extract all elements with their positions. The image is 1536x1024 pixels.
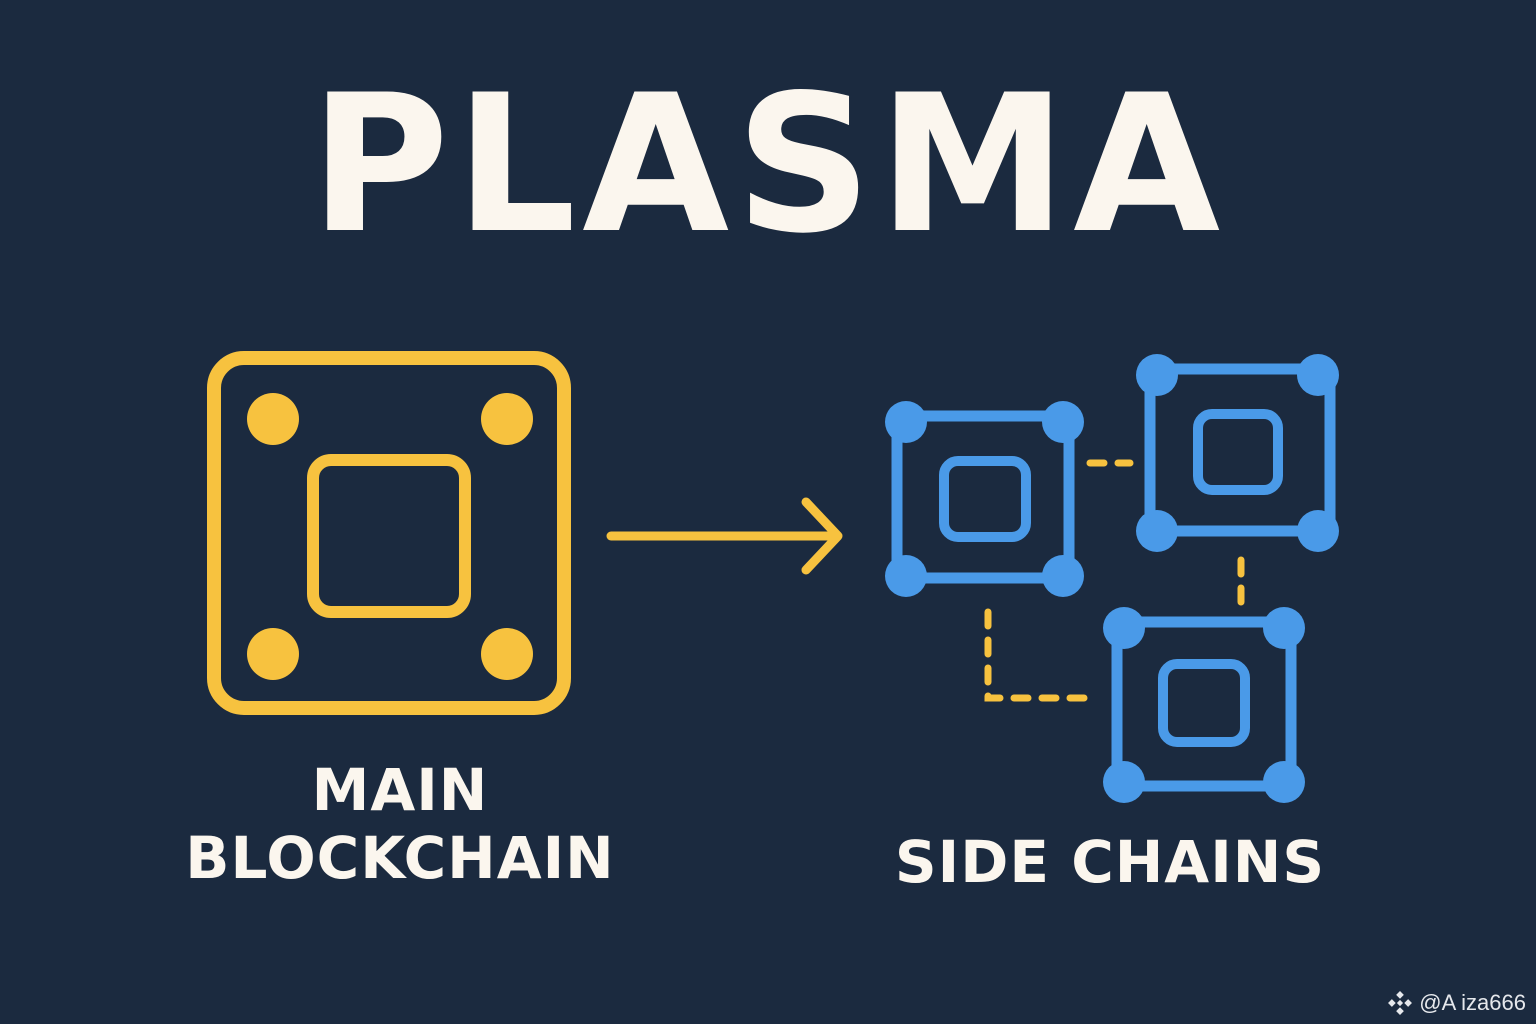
main-block-outer-frame bbox=[207, 351, 571, 715]
main-label-line1: MAIN bbox=[311, 756, 489, 824]
main-label-line2: BLOCKCHAIN bbox=[185, 824, 615, 892]
page-title: PLASMA bbox=[309, 54, 1227, 275]
main-blockchain-label: MAIN BLOCKCHAIN bbox=[150, 756, 650, 892]
main-block-dot bbox=[247, 628, 299, 680]
side-chain-connectors bbox=[984, 459, 1245, 702]
side-chain-block bbox=[885, 401, 1084, 597]
side-chains-label: SIDE CHAINS bbox=[894, 828, 1326, 896]
watermark: @A iza666 bbox=[1387, 990, 1526, 1016]
main-block-dot bbox=[481, 393, 533, 445]
main-block-inner-square bbox=[307, 454, 471, 618]
main-blockchain-block bbox=[207, 351, 571, 715]
arrow-icon bbox=[606, 497, 843, 575]
watermark-text: @A iza666 bbox=[1419, 990, 1526, 1015]
side-chain-block bbox=[1103, 607, 1305, 803]
main-block-dot bbox=[247, 393, 299, 445]
binance-logo-icon bbox=[1388, 991, 1413, 1015]
connector-dashed bbox=[984, 608, 1100, 702]
main-block-dot bbox=[481, 628, 533, 680]
side-chain-block bbox=[1136, 354, 1339, 552]
